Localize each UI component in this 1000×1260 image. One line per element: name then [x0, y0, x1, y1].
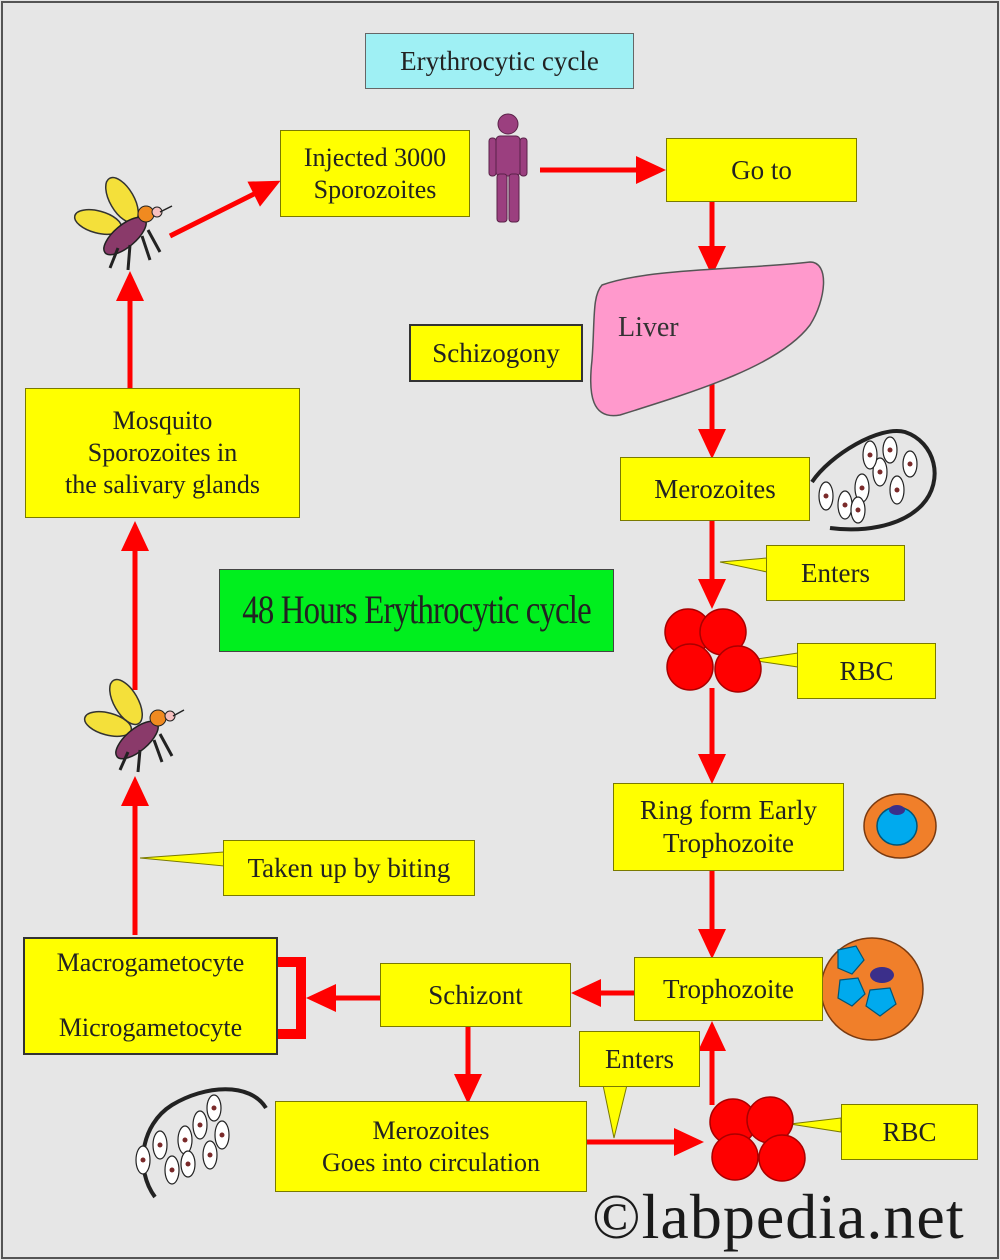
rbc-cluster-icon-2 — [709, 1096, 806, 1182]
gametocytes-box: Macrogametocyte Microgametocyte — [23, 937, 278, 1055]
ring-form-box: Ring form Early Trophozoite — [613, 783, 844, 871]
schizogony-box: Schizogony — [409, 324, 583, 382]
human-figure-icon — [488, 113, 528, 223]
watermark: ©labpedia.net — [592, 1181, 965, 1252]
liver-label: Liver — [618, 312, 679, 343]
trophozoite-box: Trophozoite — [634, 957, 823, 1021]
arrow-mosquito-to-injected — [168, 180, 281, 239]
taken-up-callout: Taken up by biting — [223, 840, 475, 896]
callout-tail-rbc-2 — [789, 1117, 842, 1133]
enters-callout-2: Enters — [579, 1031, 700, 1087]
enters-callout-1: Enters — [766, 545, 905, 601]
schizont-box: Schizont — [380, 963, 571, 1027]
rbc-callout-1: RBC — [797, 643, 936, 699]
diagram-title: Erythrocytic cycle — [365, 33, 634, 89]
center-label: 48 Hours Erythrocytic cycle — [242, 587, 591, 633]
rbc-cluster-icon — [664, 608, 762, 693]
callout-tail-taken-up — [139, 851, 225, 867]
gametocyte-bracket — [278, 957, 306, 1039]
rbc-callout-2: RBC — [841, 1104, 978, 1160]
merozoites-liver-box: Merozoites — [620, 457, 810, 521]
injected-sporozoites-box: Injected 3000 Sporozoites — [280, 130, 470, 217]
hepatocyte-icon — [810, 428, 937, 532]
mosquito-salivary-box: Mosquito Sporozoites in the salivary gla… — [25, 388, 300, 518]
hepatocyte-icon-bottom — [135, 1087, 268, 1199]
callout-tail-enters-2 — [602, 1084, 628, 1139]
liver-icon — [589, 261, 825, 417]
mosquito-icon-2 — [83, 678, 185, 773]
callout-tail-enters-1 — [719, 557, 768, 573]
arrows — [116, 156, 726, 1156]
merozoites-circulation-box: Merozoites Goes into circulation — [275, 1101, 587, 1192]
trophozoite-cell-icon — [820, 937, 924, 1041]
ring-form-cell-icon — [863, 793, 937, 859]
center-label-box: 48 Hours Erythrocytic cycle — [219, 569, 614, 652]
mosquito-icon — [73, 176, 173, 271]
go-to-box: Go to — [666, 138, 857, 202]
